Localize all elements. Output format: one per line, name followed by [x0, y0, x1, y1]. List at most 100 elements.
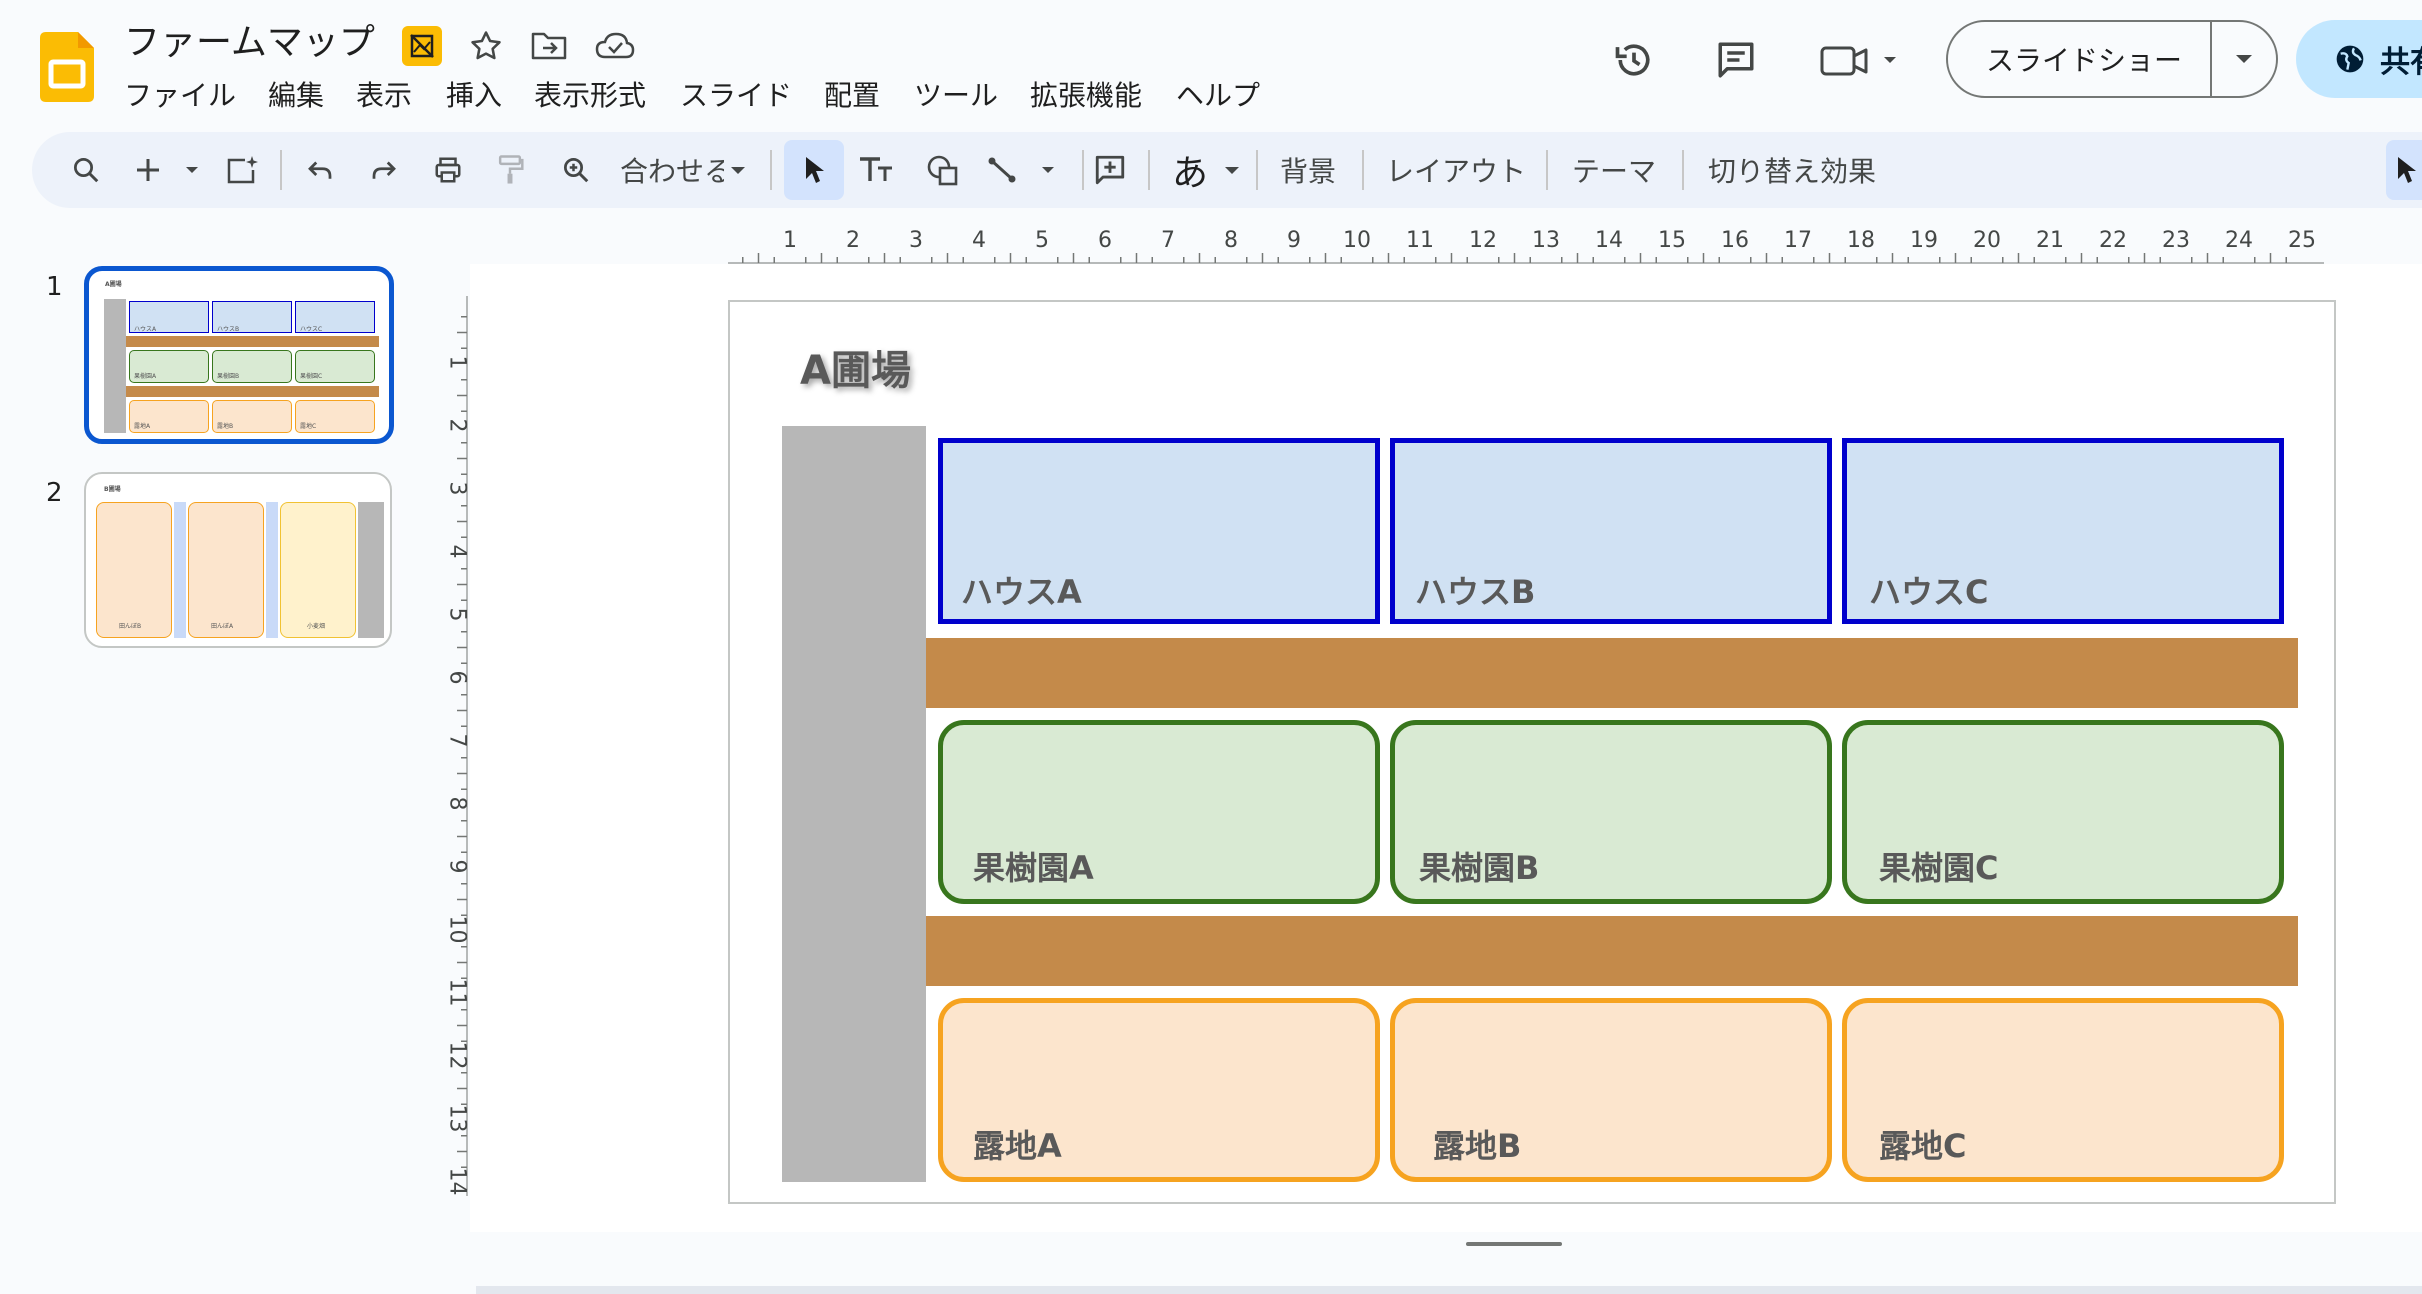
slideshow-button[interactable]: スライドショー	[1946, 20, 2278, 98]
thumb-canal	[266, 502, 278, 638]
orchard-plot-c[interactable]: 果樹園C	[1842, 720, 2284, 904]
slide-thumbnail-2[interactable]: B圃場 田んぼB 田んぼA 小麦畑	[84, 472, 392, 648]
house-plot-b[interactable]: ハウスB	[1390, 438, 1832, 624]
layout-button[interactable]: レイアウト	[1386, 155, 1527, 188]
toolbar-divider	[1546, 150, 1548, 190]
history-icon[interactable]	[1610, 36, 1658, 84]
mode-cursor-icon[interactable]	[2390, 132, 2422, 208]
orchard-plot-b[interactable]: 果樹園B	[1390, 720, 1832, 904]
slides-logo-icon[interactable]	[40, 32, 94, 102]
field-plot-a[interactable]: 露地A	[938, 998, 1380, 1182]
video-camera-icon[interactable]	[1818, 36, 1904, 84]
farm-road-horizontal[interactable]	[926, 916, 2298, 986]
document-title[interactable]: ファームマップ	[124, 22, 375, 63]
print-icon[interactable]	[428, 132, 468, 208]
menu-edit[interactable]: 編集	[268, 79, 325, 112]
menu-slide[interactable]: スライド	[680, 79, 793, 112]
ruler-label: 25	[2288, 228, 2316, 253]
speaker-notes-drag-handle[interactable]	[1466, 1242, 1562, 1246]
plot-label: 露地C	[1879, 1127, 1967, 1165]
ruler-label: 3	[909, 228, 923, 253]
menu-tools[interactable]: ツール	[914, 79, 999, 112]
ruler-label: 4	[444, 544, 470, 559]
thumb-house: ハウスA	[129, 301, 209, 333]
menu-extensions[interactable]: 拡張機能	[1030, 79, 1143, 112]
plot-label: ハウスB	[1415, 573, 1536, 611]
toolbar-divider	[1362, 150, 1364, 190]
farm-road-horizontal[interactable]	[926, 638, 2298, 708]
search-menus-icon[interactable]	[66, 132, 106, 208]
menu-insert[interactable]: 挿入	[446, 79, 503, 112]
house-plot-c[interactable]: ハウスC	[1842, 438, 2284, 624]
ruler-label: 7	[444, 733, 470, 748]
input-tools-button[interactable]: あ	[1172, 153, 1209, 194]
move-folder-icon[interactable]	[528, 26, 570, 66]
ruler-label: 2	[444, 418, 470, 433]
plot-label: 果樹園C	[1879, 849, 1999, 887]
field-plot-b[interactable]: 露地B	[1390, 998, 1832, 1182]
ruler-label: 9	[444, 859, 470, 874]
plot-label: ハウスA	[961, 573, 1082, 611]
share-label: 共有	[2380, 45, 2422, 80]
add-slide-spark-icon[interactable]	[222, 132, 262, 208]
zoom-chevron-down-icon[interactable]	[726, 132, 750, 208]
ruler-label: 13	[444, 1104, 470, 1133]
menu-view[interactable]: 表示	[356, 79, 413, 112]
add-comment-icon[interactable]	[1090, 132, 1130, 208]
text-box-icon[interactable]	[856, 132, 900, 208]
thumb-road	[126, 386, 379, 397]
share-button[interactable]: 共有	[2296, 20, 2422, 98]
thumb-house: ハウスC	[295, 301, 375, 333]
horizontal-scrollbar[interactable]	[476, 1286, 2422, 1294]
menu-format[interactable]: 表示形式	[534, 79, 647, 112]
thumb-orchard: 果樹園C	[295, 350, 375, 383]
thumb-canal	[174, 502, 186, 638]
thumb-path	[104, 299, 126, 433]
ruler-label: 1	[783, 228, 797, 253]
transition-button[interactable]: 切り替え効果	[1708, 155, 1877, 188]
new-slide-icon[interactable]	[134, 132, 204, 208]
ruler-label: 9	[1287, 228, 1301, 253]
comment-icon[interactable]	[1712, 36, 1760, 84]
cloud-saved-icon[interactable]	[592, 26, 638, 66]
redo-icon[interactable]	[364, 132, 404, 208]
slideshow-label: スライドショー	[1985, 44, 2182, 77]
ruler-label: 14	[444, 1167, 470, 1196]
thumb-paddy: 田んぼA	[188, 502, 264, 638]
shape-icon[interactable]	[922, 132, 964, 208]
house-plot-a[interactable]: ハウスA	[938, 438, 1380, 624]
thumb-path	[358, 502, 384, 638]
ruler-label: 23	[2162, 228, 2190, 253]
slide-thumbnail-1[interactable]: A圃場 ハウスA ハウスB ハウスC 果樹園A 果樹園B 果樹園C 露地A 露地…	[84, 266, 394, 444]
background-button[interactable]: 背景	[1280, 155, 1337, 188]
farm-road-vertical[interactable]	[782, 426, 926, 1182]
thumb-title: B圃場	[104, 486, 121, 493]
field-plot-c[interactable]: 露地C	[1842, 998, 2284, 1182]
menu-arrange[interactable]: 配置	[824, 79, 881, 112]
zoom-select[interactable]: 合わせる	[620, 155, 724, 188]
ruler-label: 22	[2099, 228, 2127, 253]
input-tools-chevron-icon[interactable]	[1220, 132, 1244, 208]
line-tool-icon[interactable]	[986, 132, 1066, 208]
menu-file[interactable]: ファイル	[124, 79, 237, 112]
star-icon[interactable]	[466, 26, 506, 66]
select-cursor-icon[interactable]	[794, 132, 834, 208]
theme-button[interactable]: テーマ	[1572, 155, 1657, 188]
thumb-road	[126, 336, 379, 347]
undo-icon[interactable]	[300, 132, 340, 208]
ruler-label: 2	[846, 228, 860, 253]
zoom-icon[interactable]	[556, 132, 596, 208]
ruler-label: 14	[1595, 228, 1623, 253]
menu-help[interactable]: ヘルプ	[1176, 79, 1261, 112]
thumb-wheat: 小麦畑	[280, 502, 356, 638]
orchard-plot-a[interactable]: 果樹園A	[938, 720, 1380, 904]
slide-title[interactable]: A圃場	[800, 348, 911, 394]
ruler-label: 10	[1343, 228, 1371, 253]
slideshow-options-chevron-icon[interactable]	[2212, 53, 2276, 65]
ruler-label: 6	[444, 670, 470, 685]
ruler-label: 5	[1035, 228, 1049, 253]
no-image-icon[interactable]	[402, 26, 442, 66]
ruler-label: 20	[1973, 228, 2001, 253]
